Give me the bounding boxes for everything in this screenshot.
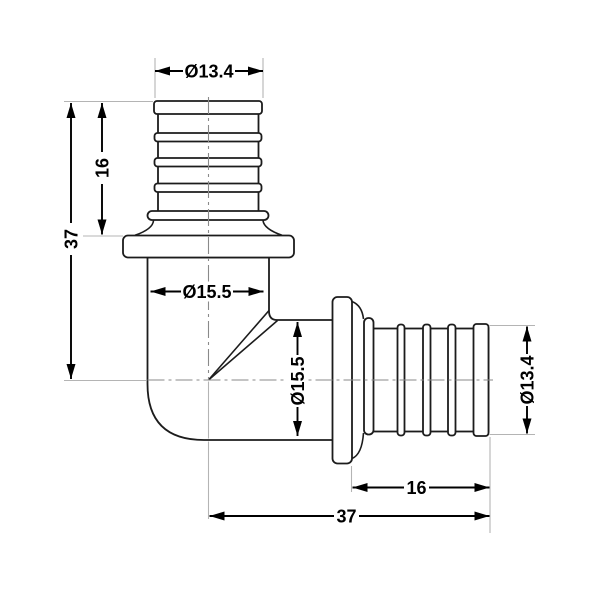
extension-lines bbox=[64, 58, 535, 533]
elbow-body-outline bbox=[146, 256, 334, 441]
label-gap-mask bbox=[517, 354, 537, 406]
barb-neck-edge bbox=[351, 432, 365, 460]
dimensions: Ø13.4 16 37 Ø15.5 Ø15.5 bbox=[61, 61, 538, 527]
dim-body-inner-diameter: Ø15.5 bbox=[150, 281, 264, 302]
dim-bottom-overall-length: 37 bbox=[209, 506, 490, 527]
dim-top-diameter: Ø13.4 bbox=[155, 61, 263, 82]
barb-neck-edge bbox=[262, 220, 283, 237]
dimension-label: 16 bbox=[93, 158, 113, 178]
dim-right-diameter: Ø13.4 bbox=[517, 326, 538, 434]
dimension-label: 16 bbox=[406, 478, 426, 498]
dim-bottom-barb-length: 16 bbox=[352, 477, 490, 498]
dim-outlet-inner-diameter: Ø15.5 bbox=[287, 322, 308, 436]
dimension-label: 37 bbox=[62, 229, 82, 249]
label-gap-mask bbox=[404, 477, 429, 498]
centerlines bbox=[147, 97, 493, 381]
top-barb bbox=[122, 100, 295, 259]
barb-neck-fill bbox=[135, 221, 282, 236]
chamfer-edge bbox=[207, 319, 279, 381]
barb-neck-edge bbox=[134, 220, 155, 237]
label-gap-mask bbox=[92, 152, 112, 184]
label-gap-mask bbox=[287, 355, 308, 407]
label-gap-mask bbox=[183, 61, 235, 81]
dimension-label: Ø15.5 bbox=[182, 282, 231, 302]
dimension-label: Ø13.4 bbox=[518, 355, 538, 404]
label-gap-mask bbox=[61, 223, 81, 255]
elbow-body bbox=[146, 256, 334, 441]
dimension-label: Ø13.4 bbox=[184, 62, 233, 82]
label-gap-mask bbox=[181, 281, 233, 302]
label-gap-mask bbox=[334, 506, 359, 526]
dimension-label: Ø15.5 bbox=[288, 356, 308, 405]
inner-chamfer bbox=[207, 309, 279, 381]
dimension-label: 37 bbox=[336, 507, 356, 527]
dim-left-barb-length: 16 bbox=[92, 103, 113, 235]
chamfer-edge bbox=[207, 309, 270, 381]
dim-left-overall-height: 37 bbox=[61, 103, 82, 379]
barb-neck-edge bbox=[351, 300, 365, 320]
barb-bead bbox=[363, 317, 375, 436]
